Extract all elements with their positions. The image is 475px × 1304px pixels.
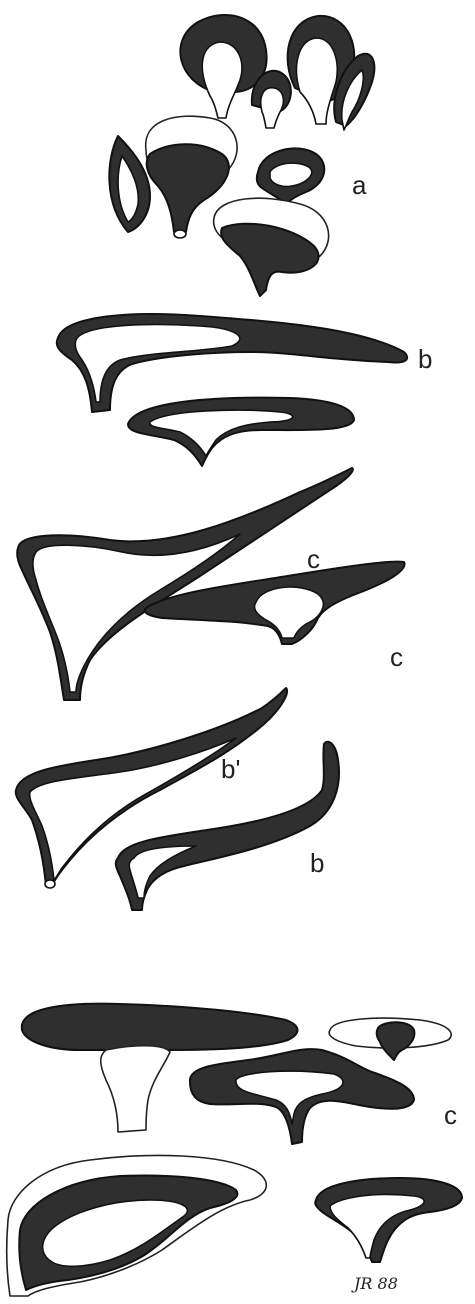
- label-b-lower: b: [310, 850, 324, 876]
- figure-dome: [7, 1155, 267, 1296]
- figure-a-sliver: [109, 136, 150, 232]
- artist-signature: JR 88: [354, 1274, 398, 1293]
- label-a: a: [352, 172, 366, 198]
- figure-lens: [329, 1018, 451, 1060]
- label-c-upper: c: [307, 546, 320, 572]
- figure-a-bulb-2: [252, 71, 291, 128]
- figure-b-lower-funnel: [128, 398, 354, 466]
- figure-c-lower: [190, 1049, 414, 1144]
- label-c-second: c: [390, 644, 403, 670]
- label-c-lower: c: [444, 1102, 457, 1128]
- figure-cup-lower: [315, 1178, 462, 1262]
- label-b-prime: b': [221, 756, 240, 782]
- figure-a-bowl: [257, 148, 324, 204]
- label-b-upper: b: [418, 346, 432, 372]
- figure-a-funnel: [214, 198, 329, 296]
- group-a-figures: [109, 15, 374, 296]
